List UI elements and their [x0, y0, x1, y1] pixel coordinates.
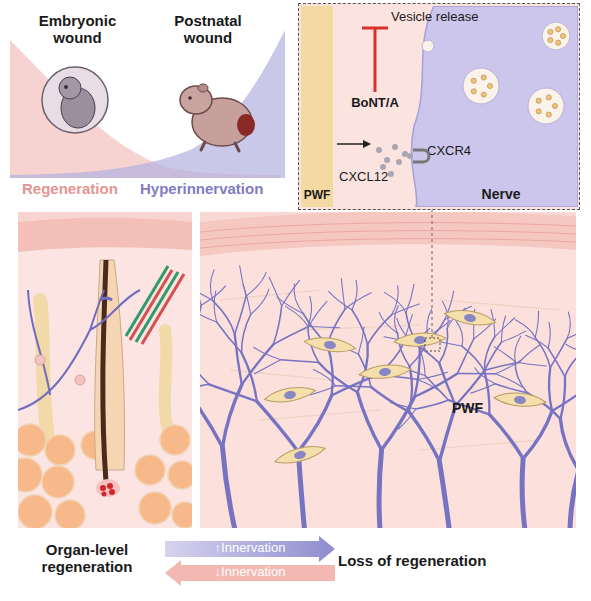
pup-icon	[180, 84, 255, 151]
cell-label: PWF	[452, 400, 502, 416]
innervation-curve	[10, 30, 285, 178]
curve-label: Hyperinnervation	[140, 180, 280, 197]
panel-heading: Postnatal wound	[158, 12, 258, 47]
nerve-region: Nerve	[406, 6, 578, 207]
decrease-arrow: ↓Innervation	[165, 563, 335, 583]
inset-panel: PWF Nerve Vesicle releaseBoNT/A CXCL12 CXCR4	[298, 3, 580, 210]
fibroblast-band: PWF	[301, 6, 333, 207]
arrow-label: ↑Innervation	[165, 541, 335, 556]
curve-label: Regeneration	[22, 180, 132, 197]
chemokine-label: CXCL12	[339, 170, 409, 185]
zoom-box	[425, 338, 440, 351]
receptor-label: CXCR4	[427, 144, 497, 159]
inset-symbols	[299, 4, 581, 211]
zoom-leader	[432, 210, 433, 338]
increase-arrow: ↑Innervation	[165, 539, 335, 559]
arrow-label: ↓Innervation	[165, 565, 335, 580]
nerve-label: Nerve	[456, 186, 546, 202]
outcome-label: Loss of regeneration	[338, 552, 508, 569]
panel-heading: Embryonic wound	[30, 12, 125, 47]
embryo-icon	[42, 67, 108, 133]
regenerated-skin	[18, 212, 192, 528]
outcome-label: Organ-level regeneration	[12, 541, 162, 576]
cell-label: PWF	[301, 189, 333, 203]
nerve-membrane	[406, 6, 578, 207]
hyperinnervated-skin	[200, 212, 576, 528]
process-label: Vesicle release	[391, 10, 541, 25]
toxin-label: BoNT/A	[335, 96, 415, 111]
